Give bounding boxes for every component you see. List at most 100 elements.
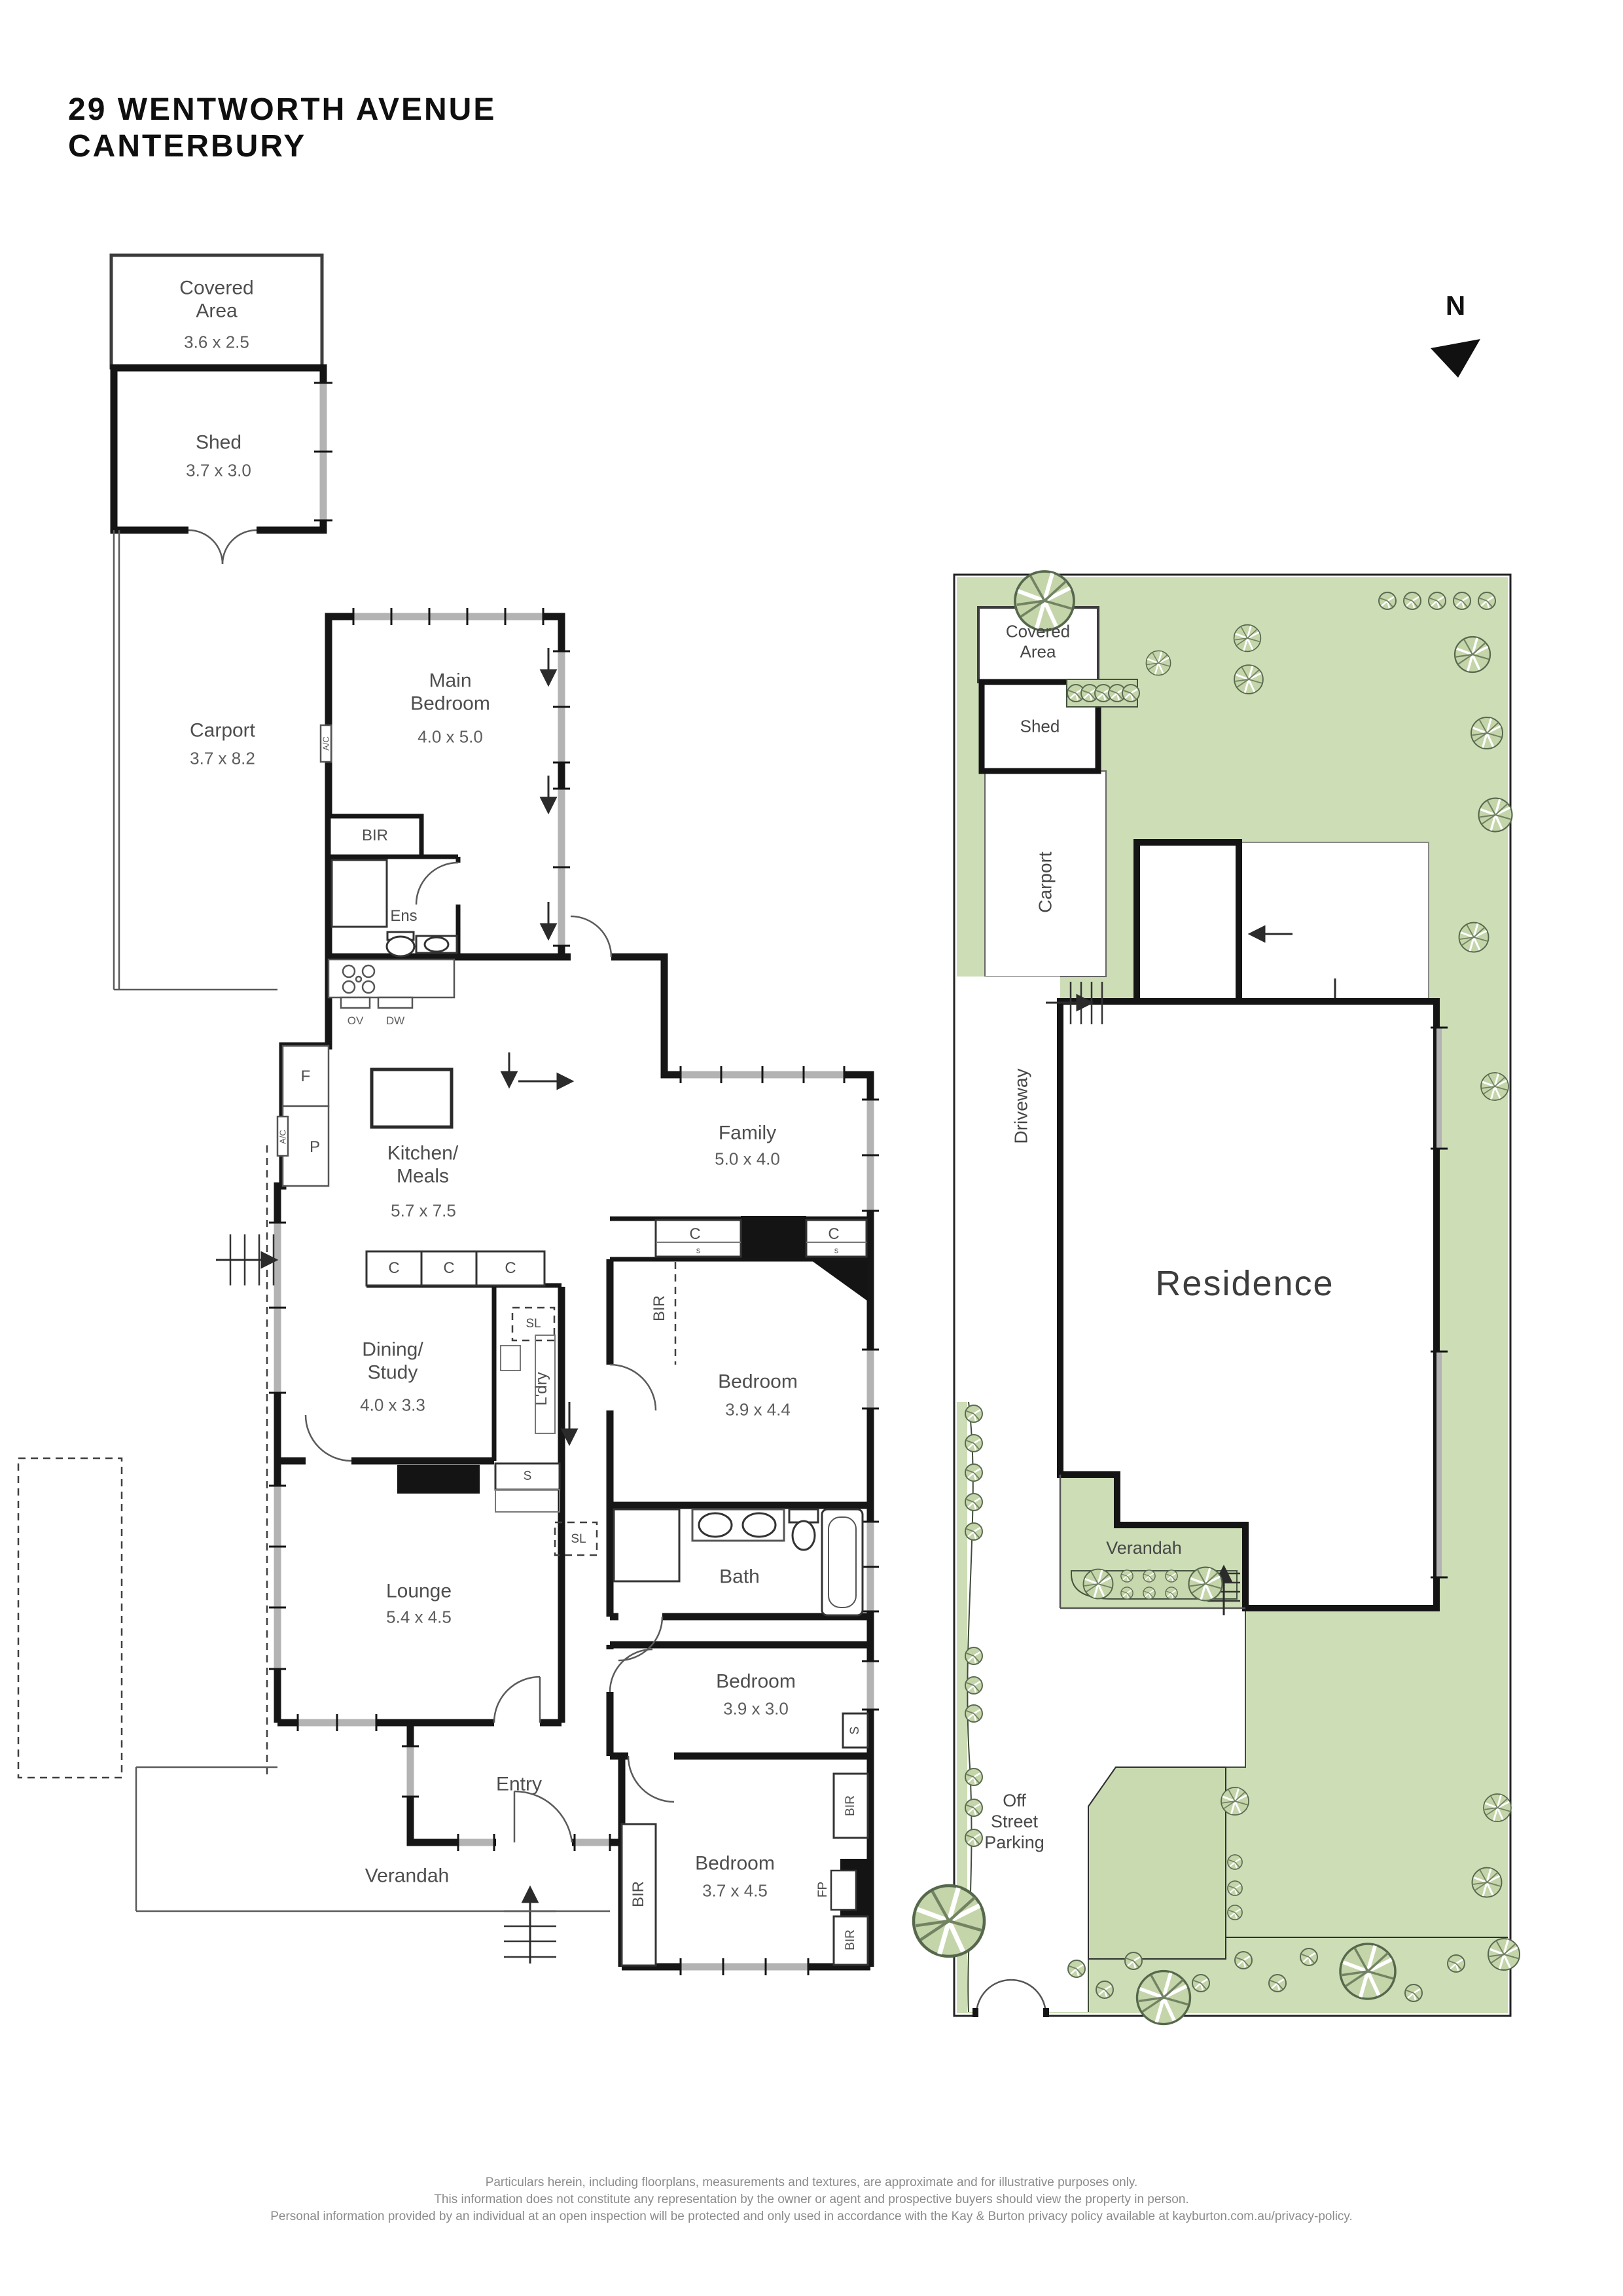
disclaimer: Particulars herein, including floorplans… [0, 2174, 1623, 2226]
tree-icon [1480, 1071, 1510, 1102]
label-store-small: s [834, 1245, 839, 1255]
bush-icon [1234, 1950, 1253, 1970]
label-bir: BIR [650, 1295, 668, 1322]
label-fridge: F [300, 1067, 311, 1085]
room-label-shed: Shed [195, 431, 242, 454]
bush-icon [964, 1704, 984, 1723]
window-ticks [269, 608, 879, 1975]
site-label-shed: Shed [1020, 716, 1060, 736]
tree-icon [1233, 624, 1262, 653]
tree-icon [1145, 650, 1171, 676]
site-label-residence: Residence [1155, 1264, 1334, 1304]
joinery-detail [495, 1242, 866, 1513]
joinery [330, 859, 869, 1967]
site-plan [914, 571, 1521, 2024]
kitchen-fixtures [276, 724, 455, 1187]
bush-icon [1404, 1983, 1423, 2003]
label-pantry: P [309, 1138, 321, 1156]
disclaimer-line3: Personal information provided by an indi… [270, 2210, 1353, 2224]
bush-icon [1299, 1947, 1319, 1967]
bush-icon [964, 1767, 984, 1787]
bush-icon [964, 1404, 984, 1424]
north-label: N [1445, 290, 1466, 321]
label-ens: Ens [390, 906, 418, 925]
room-dims-bedroom2: 3.9 x 4.4 [725, 1399, 791, 1420]
bush-icon [1143, 1587, 1156, 1600]
lawn [1088, 1767, 1226, 1960]
label-cupboard: C [388, 1259, 400, 1277]
disclaimer-line2: This information does not constitute any… [434, 2193, 1189, 2207]
bush-icon [1165, 1570, 1178, 1583]
room-dims-kitchen-meals: 5.7 x 7.5 [391, 1200, 456, 1221]
label-laundry: L'dry [532, 1372, 550, 1406]
bush-icon [964, 1492, 984, 1512]
label-skylight: SL [571, 1532, 586, 1546]
verandah-outline [135, 1766, 610, 1912]
room-label-bedroom2: Bedroom [718, 1371, 798, 1393]
room-dims-bedroom4: 3.7 x 4.5 [702, 1880, 768, 1901]
bush-icon [1121, 683, 1141, 703]
bush-icon [1226, 1880, 1243, 1897]
residence-wing [1133, 839, 1242, 1005]
bush-icon [1402, 591, 1422, 611]
label-cupboard: C [828, 1225, 840, 1243]
label-bir: BIR [843, 1929, 857, 1950]
tree-icon [1482, 1793, 1512, 1823]
tree-icon [1458, 922, 1489, 953]
room-label-bedroom4: Bedroom [695, 1852, 775, 1874]
room-label-verandah: Verandah [365, 1865, 450, 1887]
room-label-main-bedroom: Main Bedroom [410, 670, 490, 715]
bush-icon [1120, 1570, 1133, 1583]
site-label-carport: Carport [1035, 852, 1056, 913]
solid-fills [397, 1216, 870, 1922]
label-ac: A/C [277, 1130, 288, 1144]
label-fireplace: FP [815, 1881, 830, 1898]
tree-icon [1340, 1944, 1395, 1999]
tree-icon [1470, 716, 1504, 750]
label-ac: A/C [321, 736, 331, 751]
bush-icon [1095, 1980, 1115, 2000]
label-bir: BIR [629, 1880, 647, 1908]
room-label-entry: Entry [495, 1773, 543, 1795]
bush-icon [964, 1828, 984, 1848]
bush-icon [964, 1463, 984, 1482]
bush-icon [1191, 1973, 1211, 1993]
bush-icon [1120, 1587, 1133, 1600]
label-bir: BIR [843, 1795, 857, 1816]
bush-icon [1067, 1959, 1086, 1979]
label-cupboard: C [689, 1225, 701, 1243]
disclaimer-line1: Particulars herein, including floorplans… [485, 2176, 1138, 2189]
site-label-covered-area: Covered Area [1005, 621, 1071, 661]
residence-body [1057, 998, 1440, 1611]
label-store: S [847, 1726, 862, 1735]
floor-plan [17, 253, 879, 1975]
bush-icon [1165, 1587, 1178, 1600]
site-patio [1238, 842, 1429, 1000]
label-ov: OV [347, 1014, 364, 1027]
tree-icon [914, 1886, 984, 1956]
room-dims-shed: 3.7 x 3.0 [186, 460, 251, 480]
bush-icon [1477, 591, 1497, 611]
tree-icon [1454, 636, 1491, 673]
site-driveway-upper [957, 977, 1060, 1402]
room-label-bedroom3: Bedroom [716, 1670, 796, 1693]
label-cupboard: C [443, 1259, 455, 1277]
tree-icon [1477, 797, 1514, 833]
tree-icon [1082, 1568, 1114, 1600]
tree-icon [1471, 1867, 1503, 1898]
flow-arrows [500, 648, 579, 1446]
label-dw: DW [385, 1014, 405, 1027]
tree-icon [1187, 1566, 1224, 1602]
room-dims-carport: 3.7 x 8.2 [190, 748, 255, 768]
bush-icon [964, 1433, 984, 1453]
bush-icon [964, 1798, 984, 1818]
room-label-dining-study: Dining/ Study [362, 1338, 423, 1384]
page-title: 29 WENTWORTH AVENUE CANTERBURY [68, 92, 497, 164]
site-label-driveway: Driveway [1010, 1068, 1031, 1144]
bathroom-fixtures [385, 931, 864, 1617]
label-bir: BIR [361, 826, 389, 844]
door-arcs [304, 861, 675, 1843]
site-label-verandah: Verandah [1106, 1538, 1182, 1558]
bush-icon [1427, 591, 1447, 611]
bush-icon [1226, 1904, 1243, 1921]
